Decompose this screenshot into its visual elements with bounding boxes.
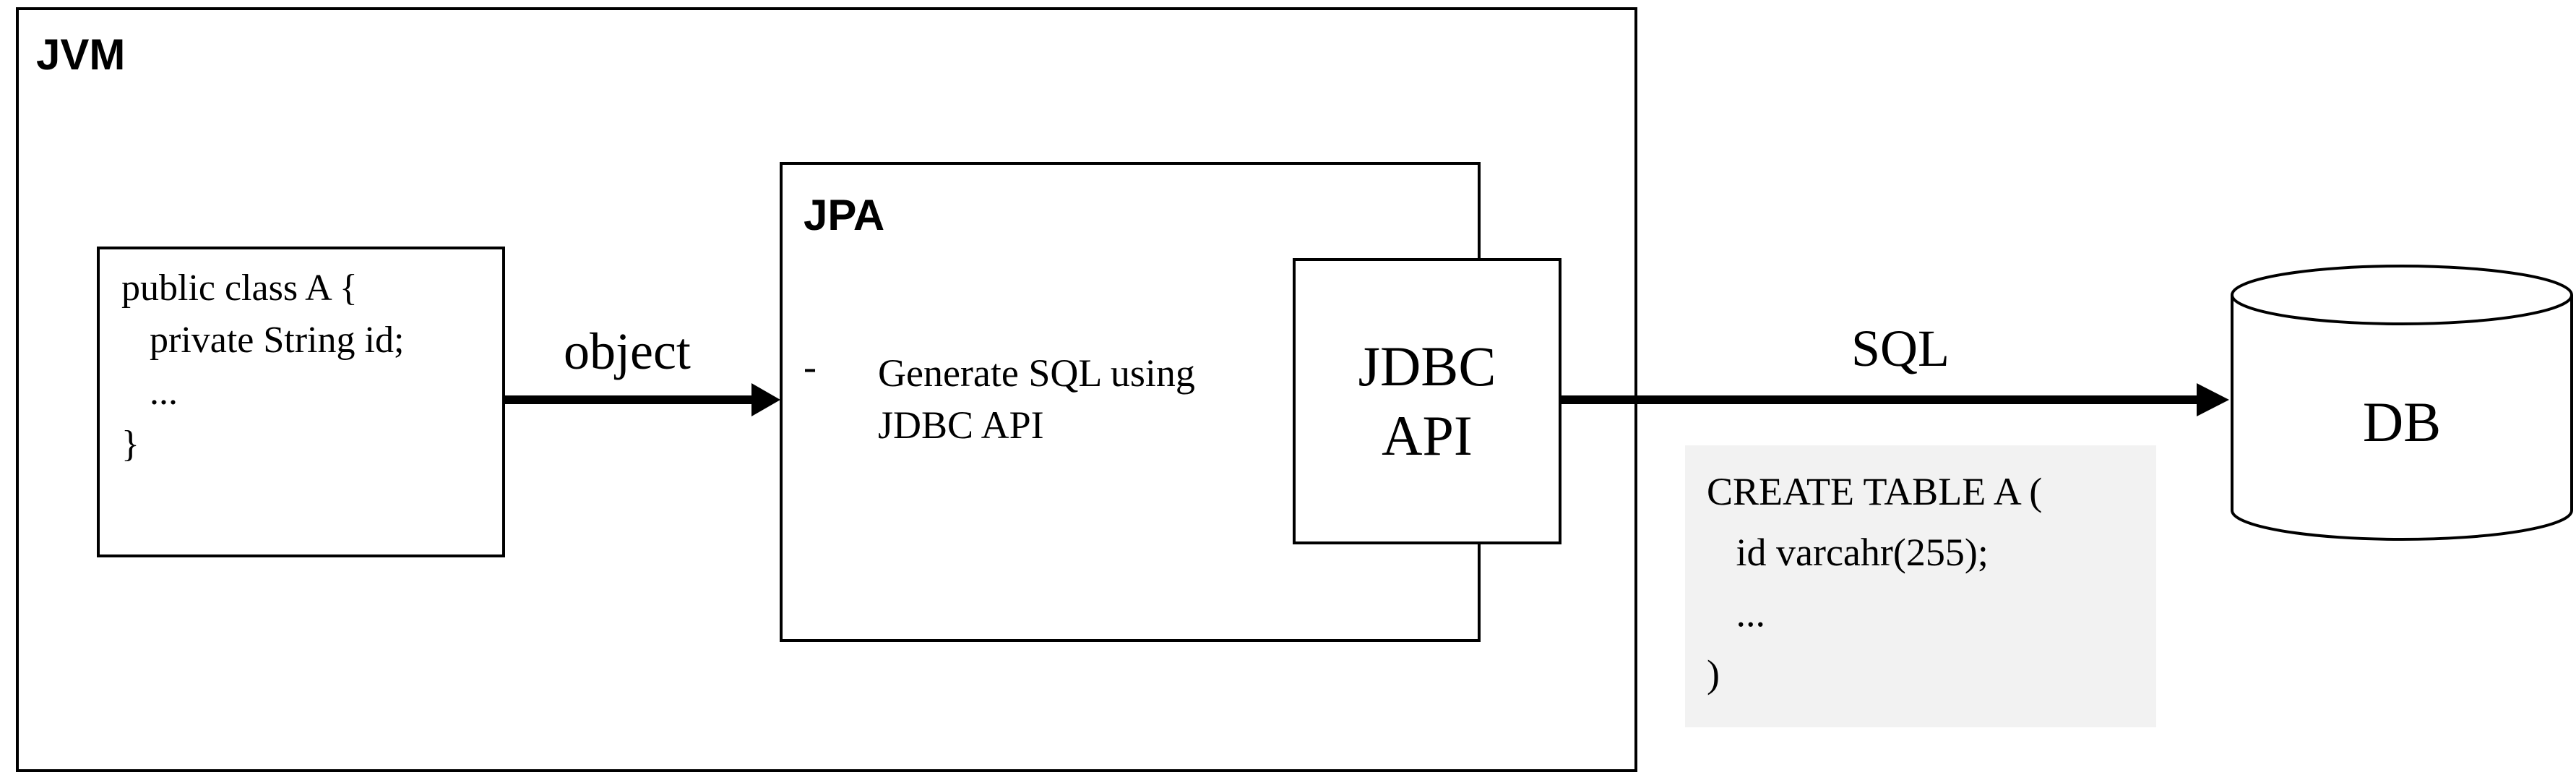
sql-arrow-label: SQL [1851, 320, 1950, 377]
class-code: public class A { private String id; ... … [121, 267, 405, 465]
jpa-description: Generate SQL using JDBC API [878, 351, 1195, 447]
sql-snippet-code: CREATE TABLE A ( id varcahr(255); ... ) [1707, 470, 2043, 695]
object-arrow-label: object [564, 322, 691, 380]
db-label: DB [2363, 390, 2441, 453]
jdbc-api-box: JDBC API [1293, 258, 1561, 544]
db-cylinder: DB [2231, 265, 2573, 541]
sql-arrowhead [2197, 383, 2229, 416]
jpa-bullet: - [804, 345, 817, 388]
jdbc-api-label: JDBC API [1358, 335, 1496, 467]
class-box: public class A { private String id; ... … [97, 247, 505, 557]
jpa-label: JPA [804, 191, 885, 239]
object-arrowhead [751, 383, 780, 416]
sql-snippet-panel: CREATE TABLE A ( id varcahr(255); ... ) [1685, 445, 2156, 727]
jvm-label: JVM [36, 30, 126, 79]
